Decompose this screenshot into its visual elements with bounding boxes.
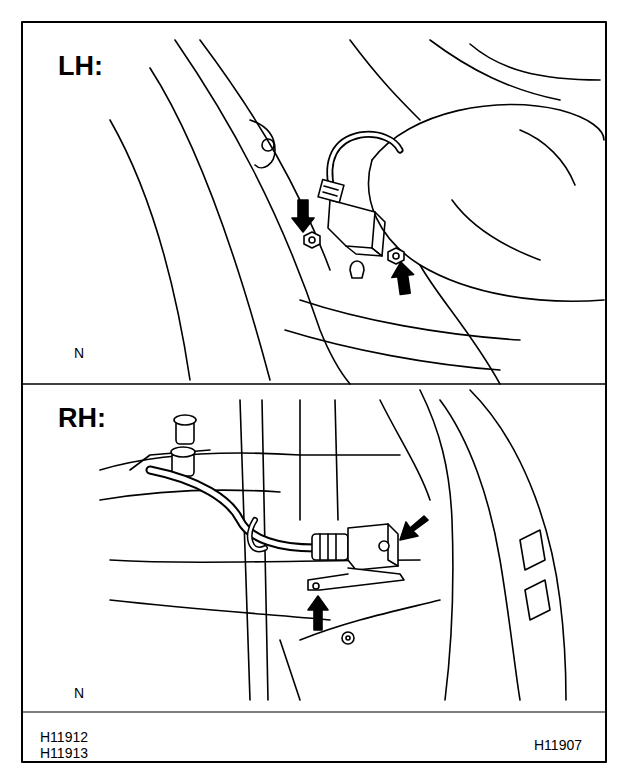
divider	[22, 383, 606, 385]
view-title: LH:	[58, 52, 103, 82]
frame	[22, 22, 606, 762]
figure-code: H11912	[40, 730, 88, 745]
figure-code: H11907	[534, 738, 582, 753]
divider	[22, 711, 606, 712]
figure-code: H11913	[40, 746, 88, 761]
north-mark: N	[74, 686, 84, 701]
rh-illustration	[100, 390, 566, 700]
north-mark: N	[74, 346, 84, 361]
view-title: RH:	[58, 404, 106, 434]
lh-illustration	[110, 40, 604, 384]
